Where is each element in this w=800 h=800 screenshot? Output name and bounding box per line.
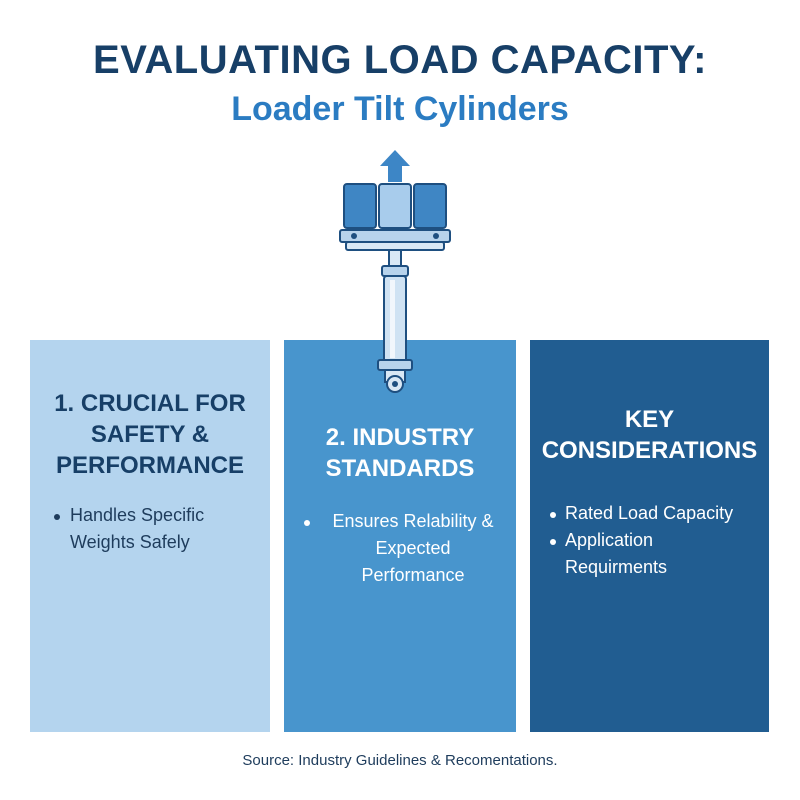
load-blocks-icon [343,183,447,229]
panel-heading-line: SAFETY & [90,421,210,448]
bullet-icon [550,539,556,545]
platform-icon [339,229,451,251]
bullet-item: Ensures Relability & Expected Performanc… [284,508,516,589]
up-arrow-icon [380,150,410,182]
bullet-line: Rated Load Capacity [565,503,734,523]
bullet-line: Expected [375,538,451,558]
panel-heading-line: PERFORMANCE [55,452,244,479]
bullet-item: Handles Specific Weights Safely [30,502,270,556]
bullet-item: Application Requirments [530,527,769,581]
bullet-line: Application Requirments [565,530,668,577]
source-note: Source: Industry Guidelines & Recomentat… [242,752,558,769]
bullet-line: Handles Specific [70,505,205,525]
panel-heading-line: KEY [624,406,675,433]
panel-heading-line: CONSIDERATIONS [541,437,758,464]
panel-safety-performance: 1. CRUCIAL FOR SAFETY & PERFORMANCE Hand… [30,340,270,732]
cylinder-body-icon [377,249,413,393]
bullet-item: Rated Load Capacity [530,500,769,527]
bullet-icon [304,520,310,526]
panel-industry-standards: 2. INDUSTRY STANDARDS Ensures Relability… [284,340,516,732]
bullet-list: Rated Load Capacity Application Requirme… [530,500,769,581]
panel-heading-line: 1. CRUCIAL FOR [54,390,246,417]
bullet-icon [550,512,556,518]
panel-heading: 1. CRUCIAL FOR SAFETY & PERFORMANCE [30,388,270,481]
page-title: EVALUATING LOAD CAPACITY: [93,38,707,82]
bullet-line: Ensures Relability & [332,511,494,531]
bullet-line: Weights Safely [70,532,190,552]
bullet-list: Handles Specific Weights Safely [30,502,270,556]
bullet-list: Ensures Relability & Expected Performanc… [284,508,516,589]
bullet-line: Performance [361,565,465,585]
panel-heading-line: 2. INDUSTRY [325,424,475,451]
page-subtitle: Loader Tilt Cylinders [231,90,569,128]
hydraulic-cylinder-icon [339,150,451,393]
panel-heading-line: STANDARDS [325,455,475,482]
panel-heading: KEY CONSIDERATIONS [530,404,769,466]
panel-heading: 2. INDUSTRY STANDARDS [284,422,516,484]
panel-key-considerations: KEY CONSIDERATIONS Rated Load Capacity A… [530,340,769,732]
bullet-icon [54,514,60,520]
